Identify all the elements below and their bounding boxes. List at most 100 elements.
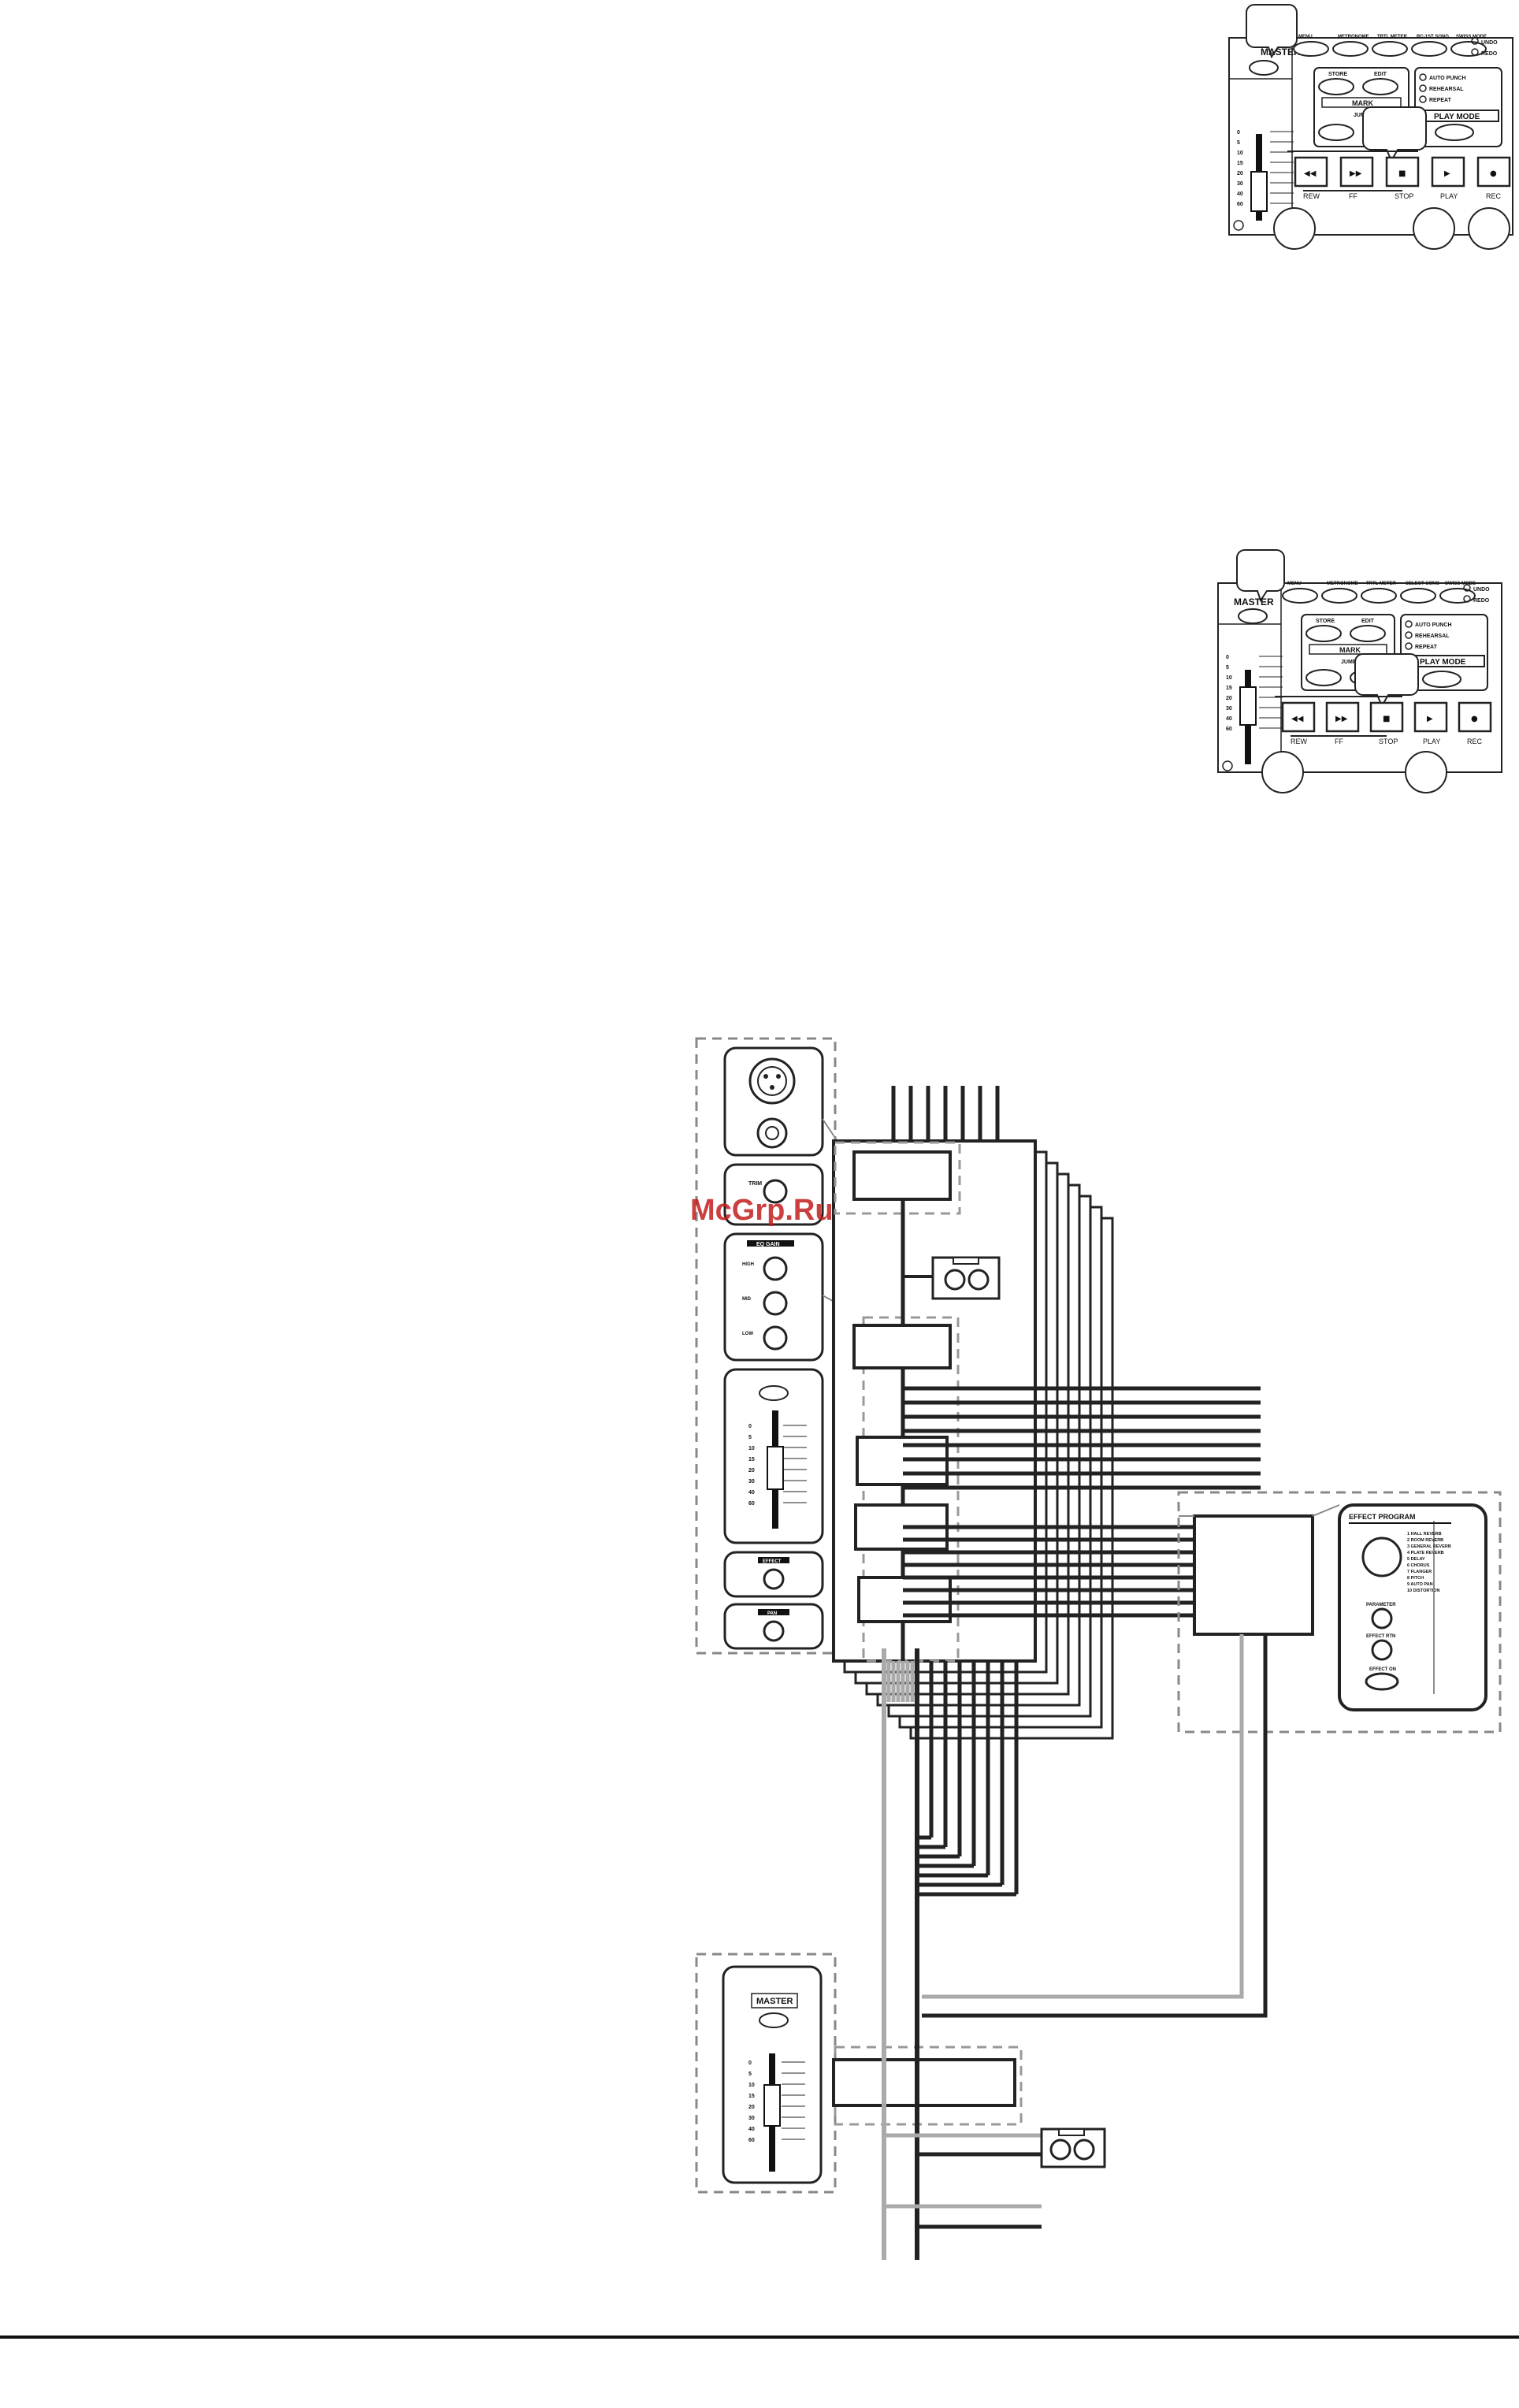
menu-button-label: TRTL METER [1366, 582, 1397, 586]
menu-button[interactable] [1372, 41, 1408, 57]
effect-rtn-knob[interactable] [1371, 1639, 1393, 1661]
fader-scale-label: 20 [1237, 171, 1243, 177]
redo-label: REDO [1481, 51, 1498, 57]
fader-scale-label: 60 [748, 2138, 755, 2143]
mark-bar [1309, 644, 1387, 655]
effect-send-knob[interactable] [763, 1568, 785, 1590]
menu-button[interactable] [1282, 588, 1318, 604]
menu-button[interactable] [1411, 41, 1447, 57]
menu-button[interactable] [1361, 588, 1397, 604]
mode-led-icon [1405, 631, 1413, 639]
mode-led-icon [1405, 620, 1413, 628]
transport-button-rec[interactable] [1476, 156, 1511, 188]
menu-button-label: MENU [1298, 35, 1313, 39]
locator-box [1301, 614, 1395, 691]
transport-button-rew[interactable] [1281, 701, 1316, 733]
menu-button[interactable] [1400, 588, 1436, 604]
track-output-lines [891, 1086, 1000, 1141]
callout-rew [1273, 207, 1316, 250]
store-button[interactable] [1305, 625, 1342, 642]
transport-button-stop[interactable] [1369, 701, 1404, 733]
fader-scale-label: 60 [1237, 202, 1243, 207]
transport-glyph-icon: ● [1490, 169, 1497, 178]
eq-knob[interactable] [763, 1256, 788, 1281]
transport-label: REW [1303, 192, 1320, 200]
play-mode-button[interactable] [1435, 124, 1474, 141]
mode-led-icon [1419, 73, 1427, 81]
pan-knob[interactable] [763, 1620, 785, 1642]
master-fader-knob[interactable] [763, 2084, 781, 2127]
fader-scale-label: 40 [748, 1490, 755, 1496]
menu-button[interactable] [1321, 588, 1357, 604]
master-mix-block [832, 2058, 1016, 2107]
menu-button[interactable] [1439, 588, 1476, 604]
mark-prev-button[interactable] [1305, 669, 1342, 686]
edit-button[interactable] [1350, 625, 1386, 642]
fader-scale-label: 20 [748, 1468, 755, 1473]
master-fader-knob[interactable] [1239, 686, 1257, 726]
eq-knob[interactable] [763, 1325, 788, 1351]
eq-band-label: MID [742, 1297, 752, 1302]
fader-scale-label: 15 [1226, 686, 1232, 691]
effect-send-label: EFFECT [763, 1559, 782, 1564]
menu-button[interactable] [1293, 41, 1329, 57]
edit-button[interactable] [1362, 78, 1398, 95]
transport-label: FF [1335, 738, 1343, 745]
menu-button-label: SELECT SONG [1406, 582, 1439, 586]
watermark: McGrp.Ru [690, 1194, 834, 1227]
xlr-jack-icon [748, 1057, 796, 1105]
store-button[interactable] [1318, 78, 1354, 95]
bus-lines [882, 1386, 1261, 1897]
edit-label: EDIT [1374, 72, 1387, 77]
fader-scale-label: 10 [748, 2083, 755, 2088]
transport-row: ◀◀REW▶▶FF■STOP▶PLAY●REC [1275, 696, 1492, 745]
transport-button-rew[interactable] [1294, 156, 1328, 188]
master-button[interactable] [1238, 608, 1268, 624]
effect-program-item: 5 DELAY [1407, 1557, 1425, 1562]
callout-stop [1354, 653, 1419, 708]
mode-indicator-label: AUTO PUNCH [1429, 76, 1466, 81]
transport-button-play[interactable] [1431, 156, 1465, 188]
effect-on-button[interactable] [1365, 1672, 1399, 1691]
mode-box [1400, 614, 1488, 691]
menu-button-label: TRTL METER [1377, 35, 1408, 39]
fader-scale-label: 15 [748, 1457, 755, 1462]
effect-program-item: 10 DISTORTION [1407, 1589, 1439, 1593]
parameter-knob[interactable] [1371, 1607, 1393, 1629]
channel-fader-knob[interactable] [767, 1446, 784, 1490]
menu-button[interactable] [1450, 41, 1487, 57]
effect-program-knob[interactable] [1361, 1537, 1402, 1577]
effect-program-item: 3 GENERAL REVERB [1407, 1544, 1451, 1549]
transport-button-ff[interactable] [1325, 701, 1360, 733]
effect-program-item: 4 PLATE REVERB [1407, 1551, 1444, 1555]
effect-program-item: 6 CHORUS [1407, 1563, 1430, 1568]
transport-button-play[interactable] [1413, 701, 1448, 733]
fader-scale-label: 40 [1237, 191, 1243, 197]
transport-button-ff[interactable] [1339, 156, 1374, 188]
eq-knob[interactable] [763, 1291, 788, 1316]
mark-prev-button[interactable] [1318, 124, 1354, 141]
fader-scale-label: 10 [1237, 150, 1243, 156]
transport-label: REC [1467, 738, 1483, 745]
mode-indicator-label: REHEARSAL [1415, 634, 1450, 639]
menu-button[interactable] [1332, 41, 1369, 57]
trim-knob[interactable] [763, 1179, 788, 1204]
transport-glyph-icon: ● [1471, 715, 1478, 723]
transport-button-rec[interactable] [1458, 701, 1492, 733]
transport-button-stop[interactable] [1385, 156, 1420, 188]
channel-select-button[interactable] [759, 1385, 789, 1401]
transport-glyph-icon: ▶ [1427, 715, 1433, 723]
eq-band-label: LOW [742, 1332, 753, 1336]
play-mode-button[interactable] [1422, 671, 1461, 688]
master-button[interactable] [1249, 60, 1279, 76]
master-fader-knob[interactable] [1250, 171, 1268, 212]
master-select-button[interactable] [759, 2012, 789, 2028]
